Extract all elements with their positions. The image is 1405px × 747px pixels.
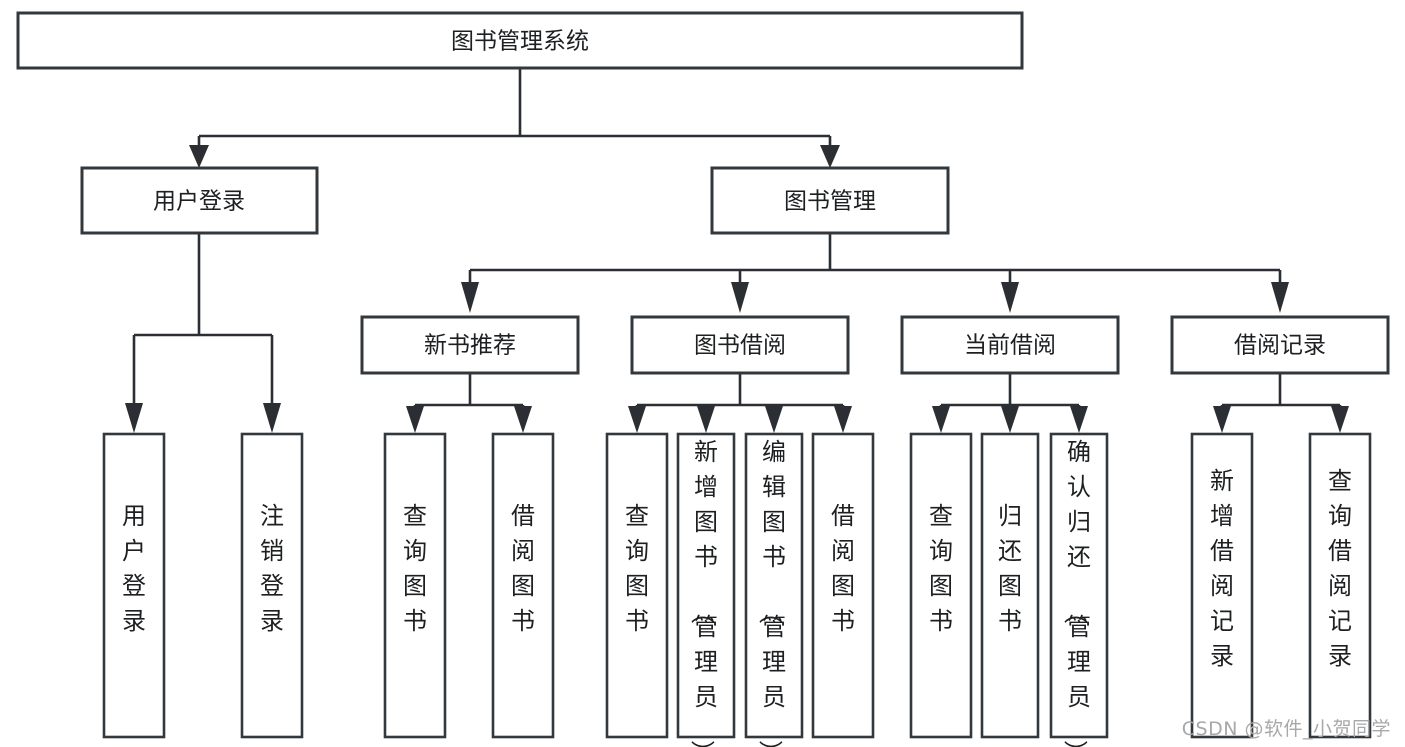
arrow-head-newbook [461, 282, 479, 313]
node-leaf-query-book-3-box[interactable] [909, 432, 973, 739]
node-new-book-rec[interactable]: 新书推荐 [360, 315, 580, 375]
node-book-manage[interactable]: 图书管理 [710, 166, 950, 235]
node-leaf-query-record-label: 查询借阅记录 [1328, 467, 1352, 670]
node-borrow-record[interactable]: 借阅记录 [1170, 315, 1390, 375]
node-leaf-return-book[interactable]: 归还图书 [980, 432, 1040, 739]
node-book-borrow[interactable]: 图书借阅 [630, 315, 850, 375]
arrow-head-leaf-edit-book [765, 406, 783, 433]
connector-group-newbook-to-leaves [406, 373, 532, 433]
node-leaf-borrow-book-2[interactable]: 借阅图书 [811, 432, 875, 739]
node-leaf-logout-box[interactable] [240, 432, 304, 739]
node-leaf-borrow-book-1[interactable]: 借阅图书 [491, 432, 555, 739]
node-root-label: 图书管理系统 [451, 29, 589, 55]
node-leaf-query-book-1[interactable]: 查询图书 [383, 432, 447, 739]
arrow-head-bookborrow [731, 282, 749, 313]
node-leaf-confirm-return-box[interactable] [1049, 432, 1109, 739]
node-leaf-borrow-book-2-label: 借阅图书 [831, 502, 855, 635]
arrow-head-leaf-query-book-1 [406, 406, 424, 433]
node-leaf-query-record-box[interactable] [1308, 432, 1372, 739]
connector-group-bookmanage-to-level3 [461, 233, 1289, 313]
node-borrow-record-label: 借阅记录 [1234, 333, 1326, 359]
node-borrow-record-box[interactable] [1170, 315, 1390, 375]
node-user-login[interactable]: 用户登录 [80, 166, 319, 235]
connector-group-root-to-level2 [189, 68, 840, 168]
node-leaf-query-book-2-box[interactable] [605, 432, 669, 739]
node-leaf-borrow-book-1-label: 借阅图书 [511, 502, 535, 635]
node-book-manage-label: 图书管理 [784, 189, 876, 215]
node-new-book-rec-label: 新书推荐 [424, 333, 516, 359]
arrow-head-currentborrow [1001, 282, 1019, 313]
arrow-head-leaf-query-book-2 [628, 406, 646, 433]
arrow-head-borrowrecord [1271, 282, 1289, 313]
arrow-head-leaf-add-book [697, 406, 715, 433]
arrow-head-leaf-query-book-3 [932, 406, 950, 433]
node-leaf-logout-label: 注销登录 [260, 502, 284, 635]
node-leaf-query-book-3[interactable]: 查询图书 [909, 432, 973, 739]
node-new-book-rec-box[interactable] [360, 315, 580, 375]
node-leaf-borrow-book-2-box[interactable] [811, 432, 875, 739]
node-leaf-edit-book-box[interactable] [744, 432, 804, 739]
connector-group-borrowrecord-to-leaves [1213, 373, 1349, 433]
node-leaf-add-book-label: 新增图书（管理员） [688, 438, 718, 747]
node-book-borrow-box[interactable] [630, 315, 850, 375]
arrow-head-leaf-userlogin [125, 403, 143, 433]
node-leaf-query-book-3-label: 查询图书 [929, 502, 953, 635]
node-leaf-user-login-label: 用户登录 [122, 502, 146, 635]
arrow-head-book-manage [820, 145, 840, 168]
node-leaf-logout[interactable]: 注销登录 [240, 432, 304, 739]
arrow-head-leaf-confirm-return [1070, 406, 1088, 433]
arrow-head-leaf-add-record [1213, 406, 1231, 433]
node-leaf-edit-book[interactable]: 编辑图书（管理员） [744, 432, 804, 747]
arrow-head-leaf-logout [263, 403, 281, 433]
node-leaf-confirm-return-label: 确认归还（管理员） [1061, 438, 1091, 747]
node-leaf-borrow-book-1-box[interactable] [491, 432, 555, 739]
node-leaf-add-book-box[interactable] [676, 432, 736, 739]
connector-group-bookborrow-to-leaves [628, 373, 852, 433]
node-leaf-query-record[interactable]: 查询借阅记录 [1308, 432, 1372, 739]
node-leaf-add-record-label: 新增借阅记录 [1210, 467, 1234, 670]
node-leaf-return-book-label: 归还图书 [998, 502, 1022, 635]
arrow-head-user-login [189, 145, 209, 168]
node-book-manage-box[interactable] [710, 166, 950, 235]
arrow-head-leaf-query-record [1331, 406, 1349, 433]
node-leaf-add-book[interactable]: 新增图书（管理员） [676, 432, 736, 747]
node-leaf-query-book-1-label: 查询图书 [403, 502, 427, 635]
node-leaf-query-book-1-box[interactable] [383, 432, 447, 739]
node-leaf-user-login-box[interactable] [102, 432, 166, 739]
node-current-borrow-box[interactable] [900, 315, 1120, 375]
node-leaf-confirm-return[interactable]: 确认归还（管理员） [1049, 432, 1109, 747]
connector-group-currentborrow-to-leaves [932, 373, 1088, 433]
node-current-borrow[interactable]: 当前借阅 [900, 315, 1120, 375]
node-leaf-return-book-box[interactable] [980, 432, 1040, 739]
csdn-watermark: CSDN @软件_小贺同学 [1181, 718, 1391, 740]
arrow-head-leaf-borrow-book-2 [834, 406, 852, 433]
node-root[interactable]: 图书管理系统 [16, 11, 1024, 70]
arrow-head-leaf-return-book [1001, 406, 1019, 433]
node-leaf-add-record-box[interactable] [1190, 432, 1254, 739]
arrow-head-leaf-borrow-book-1 [514, 406, 532, 433]
node-root-box[interactable] [16, 11, 1024, 70]
node-leaf-user-login[interactable]: 用户登录 [102, 432, 166, 739]
node-user-login-label: 用户登录 [153, 189, 245, 215]
node-leaf-add-record[interactable]: 新增借阅记录 [1190, 432, 1254, 739]
node-leaf-edit-book-label: 编辑图书（管理员） [756, 438, 786, 747]
node-book-borrow-label: 图书借阅 [694, 333, 786, 359]
node-leaf-query-book-2[interactable]: 查询图书 [605, 432, 669, 739]
connector-group-userlogin-to-leaves [125, 233, 281, 433]
node-leaf-query-book-2-label: 查询图书 [625, 502, 649, 635]
node-current-borrow-label: 当前借阅 [964, 333, 1056, 359]
node-user-login-box[interactable] [80, 166, 319, 235]
